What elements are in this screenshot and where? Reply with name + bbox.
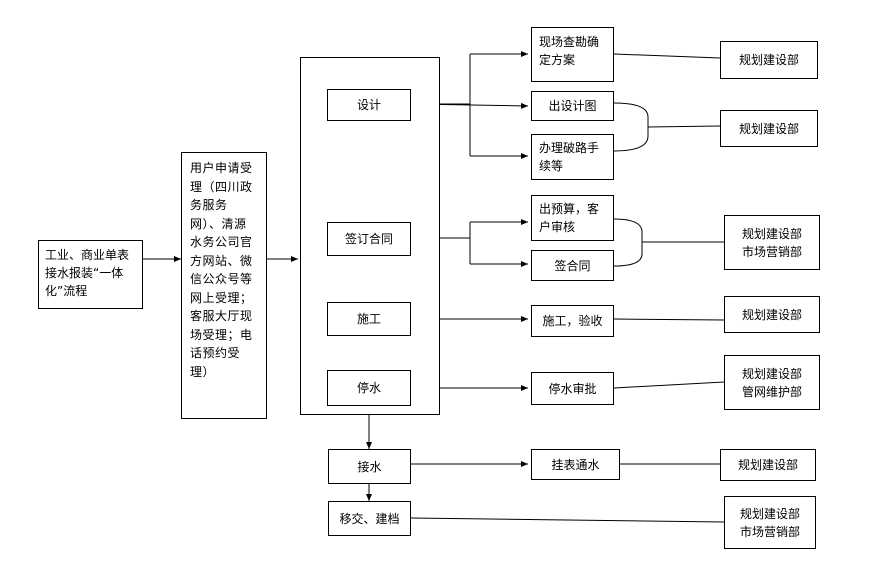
step-design-label: 设计 [356, 98, 381, 112]
line-survey-to-dept [613, 53, 721, 59]
task-sign-label: 签合同 [554, 258, 591, 273]
line-approve-to-dept [613, 381, 725, 389]
dept-box-3: 规划建设部 市场营销部 [724, 215, 820, 270]
dept-box-4: 规划建设部 [724, 296, 820, 333]
dept-label-4: 规划建设部 [741, 307, 802, 322]
bracket-drawing-road [613, 102, 649, 152]
task-survey-label: 现场查勘确定方案 [539, 35, 600, 67]
bracket-budget-sign [613, 218, 643, 267]
task-drawing: 出设计图 [531, 91, 614, 121]
task-survey: 现场查勘确定方案 [531, 27, 614, 82]
dept-box-6: 规划建设部 [720, 449, 816, 481]
task-road-label: 办理破路手续等 [539, 141, 600, 173]
dept-label-2: 规划建设部 [738, 121, 799, 136]
task-meter-label: 挂表通水 [551, 457, 600, 472]
line-inspect-to-dept [613, 318, 725, 321]
dept-label-7: 规划建设部 市场营销部 [739, 506, 800, 539]
step-contract: 签订合同 [327, 222, 411, 256]
step-construction-label: 施工 [356, 312, 381, 326]
task-sign: 签合同 [531, 250, 614, 281]
intake-label: 用户申请受理（四川政务服务网）、清源水务公司官方网站、微信公众号等网上受理；客服… [190, 161, 253, 379]
start-box: 工业、商业单表接水报装“一体化”流程 [38, 240, 143, 309]
step-handover-label: 移交、建档 [339, 511, 400, 526]
step-design: 设计 [327, 89, 411, 121]
task-budget-label: 出预算，客户审核 [539, 202, 600, 234]
dept-box-2: 规划建设部 [720, 110, 818, 147]
dept-label-1: 规划建设部 [738, 53, 799, 67]
task-road: 办理破路手续等 [531, 134, 614, 180]
step-contract-label: 签订合同 [344, 232, 393, 246]
intake-box: 用户申请受理（四川政务服务网）、清源水务公司官方网站、微信公众号等网上受理；客服… [181, 152, 267, 419]
step-construction: 施工 [327, 302, 411, 336]
dept-label-3: 规划建设部 市场营销部 [741, 226, 802, 259]
task-meter: 挂表通水 [531, 449, 620, 480]
step-handover: 移交、建档 [328, 501, 411, 536]
dept-box-5: 规划建设部 管网维护部 [724, 355, 820, 410]
step-connection: 接水 [328, 449, 411, 484]
task-inspect-label: 施工，验收 [542, 314, 603, 328]
start-label: 工业、商业单表接水报装“一体化”流程 [45, 248, 130, 298]
line-handover-to-dept [410, 517, 725, 523]
task-approve-label: 停水审批 [548, 381, 597, 396]
line-bracket-to-dept2 [647, 125, 721, 128]
task-drawing-label: 出设计图 [548, 99, 597, 113]
step-connection-label: 接水 [357, 459, 382, 474]
task-approve: 停水审批 [531, 372, 614, 405]
step-water-stop: 停水 [327, 370, 411, 406]
step-water-stop-label: 停水 [356, 381, 381, 395]
dept-label-6: 规划建设部 [737, 458, 798, 472]
dept-box-7: 规划建设部 市场营销部 [724, 496, 816, 549]
task-budget: 出预算，客户审核 [531, 195, 614, 241]
dept-box-1: 规划建设部 [720, 41, 818, 79]
task-inspect: 施工，验收 [531, 305, 614, 337]
dept-label-5: 规划建设部 管网维护部 [741, 366, 802, 399]
